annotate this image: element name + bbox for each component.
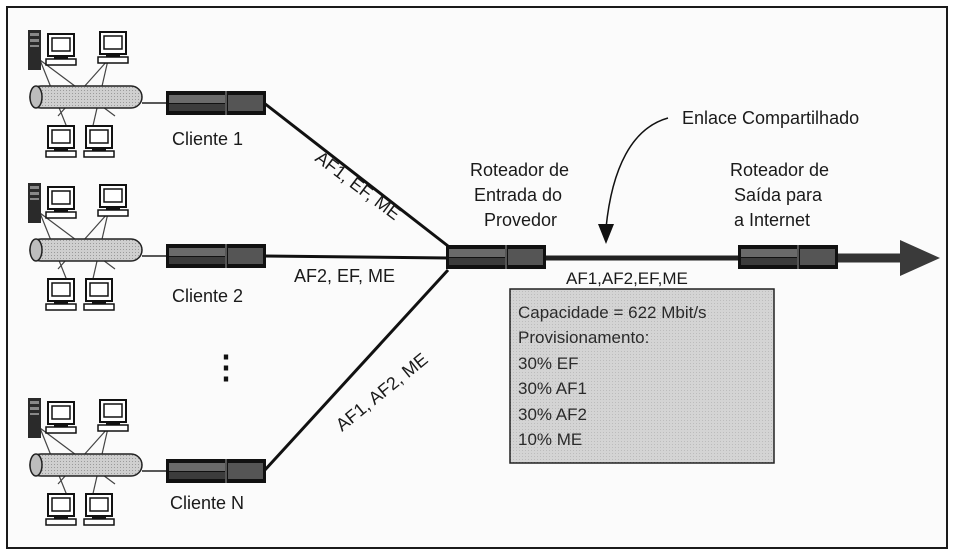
client-1-router: [166, 91, 266, 115]
svg-text:Provedor: Provedor: [484, 210, 557, 230]
ingress-router: [446, 245, 546, 269]
ingress-router-label: Roteador de Entrada do Provedor: [470, 160, 569, 230]
client-n-lan: [28, 398, 142, 525]
internet-arrow-head: [900, 240, 940, 276]
svg-text:Entrada do: Entrada do: [474, 185, 562, 205]
access-link-2: [264, 256, 448, 258]
shared-link-pointer-head: [598, 224, 614, 244]
client-2-lan: [28, 183, 142, 310]
shared-link-traffic: AF1,AF2,EF,ME: [566, 269, 688, 288]
provision-me: 10% ME: [518, 430, 582, 449]
egress-router-label: Roteador de Saída para a Internet: [730, 160, 829, 230]
more-clients-ellipsis: ⋮: [210, 349, 242, 385]
shared-link-label: Enlace Compartilhado: [682, 108, 859, 128]
egress-router: [738, 245, 838, 269]
shared-link-pointer: [606, 118, 668, 228]
client-1-label: Cliente 1: [172, 129, 243, 149]
link-n-label: AF1, AF2, ME: [332, 349, 432, 435]
provision-af1: 30% AF1: [518, 379, 587, 398]
provision-af2: 30% AF2: [518, 405, 587, 424]
client-n-router: [166, 459, 266, 483]
client-n-label: Cliente N: [170, 493, 244, 513]
client-2-router: [166, 244, 266, 268]
client-2-label: Cliente 2: [172, 286, 243, 306]
svg-text:Roteador de: Roteador de: [730, 160, 829, 180]
svg-text:a Internet: a Internet: [734, 210, 810, 230]
capacity-line: Capacidade = 622 Mbit/s: [518, 303, 707, 322]
link-1-label: AF1, EF, ME: [312, 147, 405, 224]
link-2-label: AF2, EF, ME: [294, 266, 395, 286]
provision-ef: 30% EF: [518, 354, 578, 373]
client-1-lan: [28, 30, 142, 157]
svg-text:Roteador de: Roteador de: [470, 160, 569, 180]
svg-text:Saída para: Saída para: [734, 185, 823, 205]
provisioning-heading: Provisionamento:: [518, 328, 649, 347]
